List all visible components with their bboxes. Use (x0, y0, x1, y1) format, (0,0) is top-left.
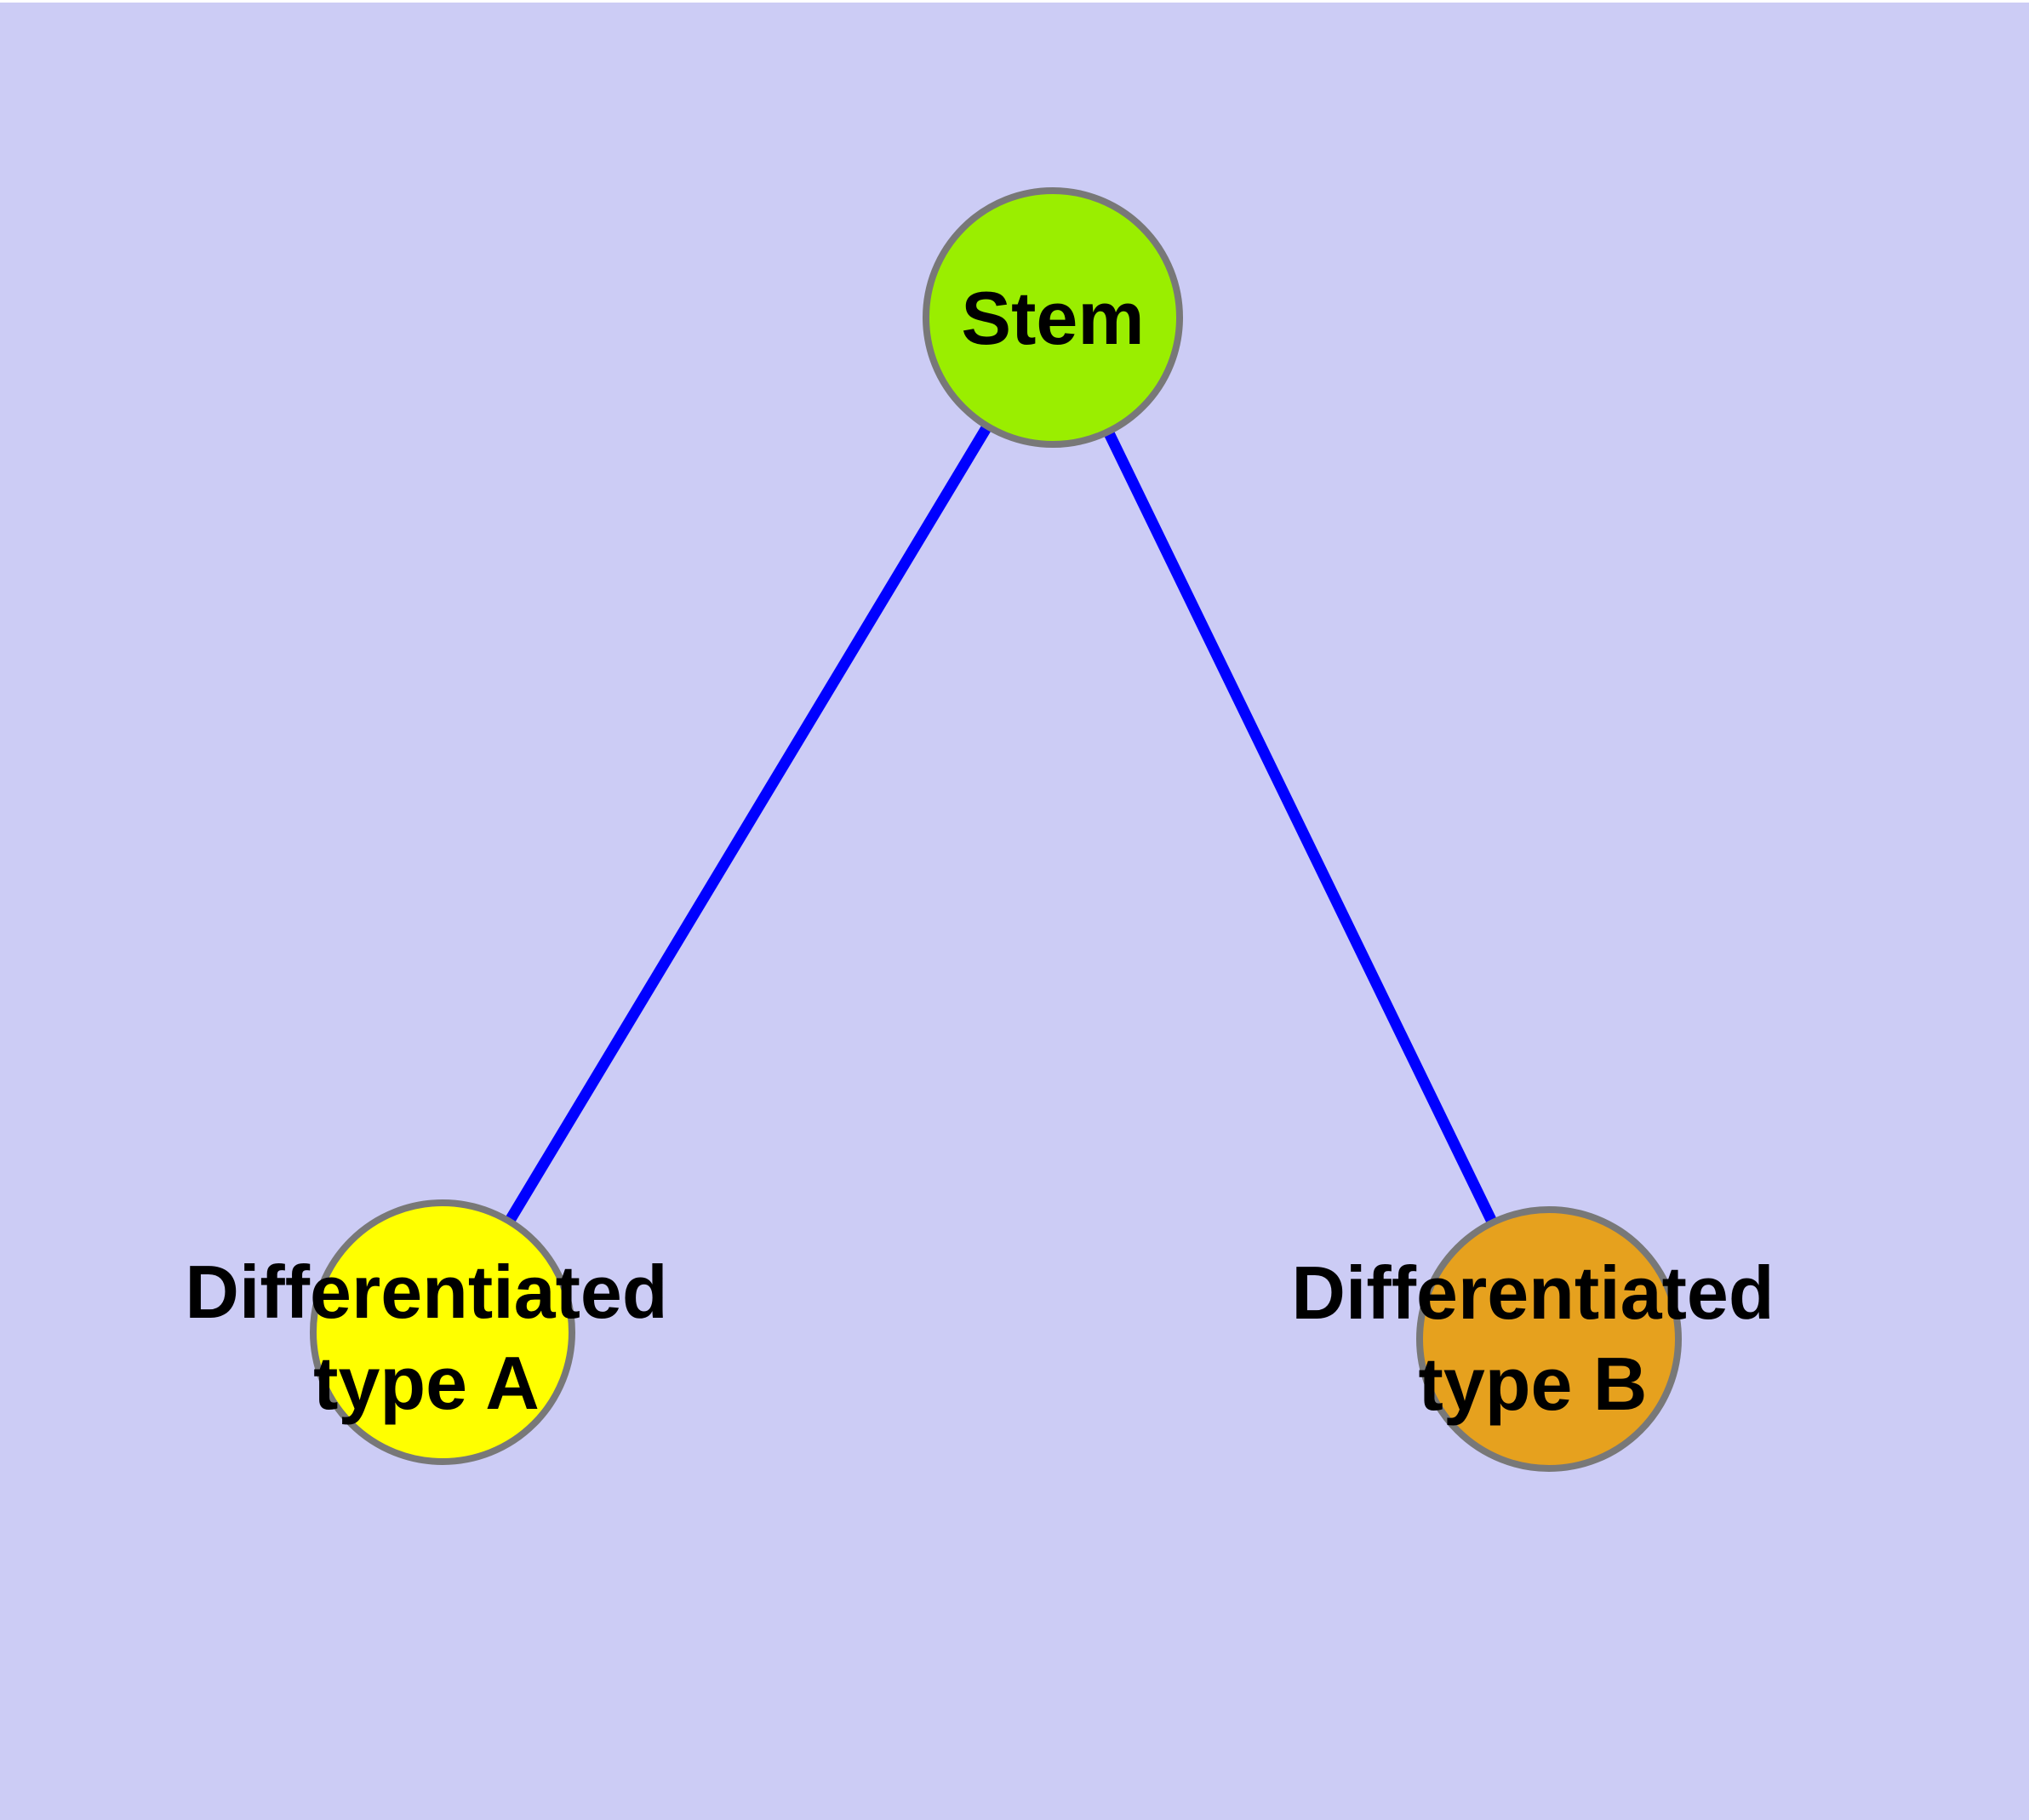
node-stem[interactable]: Stem (923, 187, 1183, 448)
edge-stem-to-type-b[interactable] (1048, 315, 1554, 1342)
edge-stem-to-type-a[interactable] (437, 314, 1058, 1336)
node-stem-circle[interactable] (923, 187, 1183, 448)
node-type-b-circle[interactable] (1416, 1206, 1682, 1472)
edge-layer (437, 314, 1554, 1342)
node-type-a-circle[interactable] (310, 1199, 575, 1465)
